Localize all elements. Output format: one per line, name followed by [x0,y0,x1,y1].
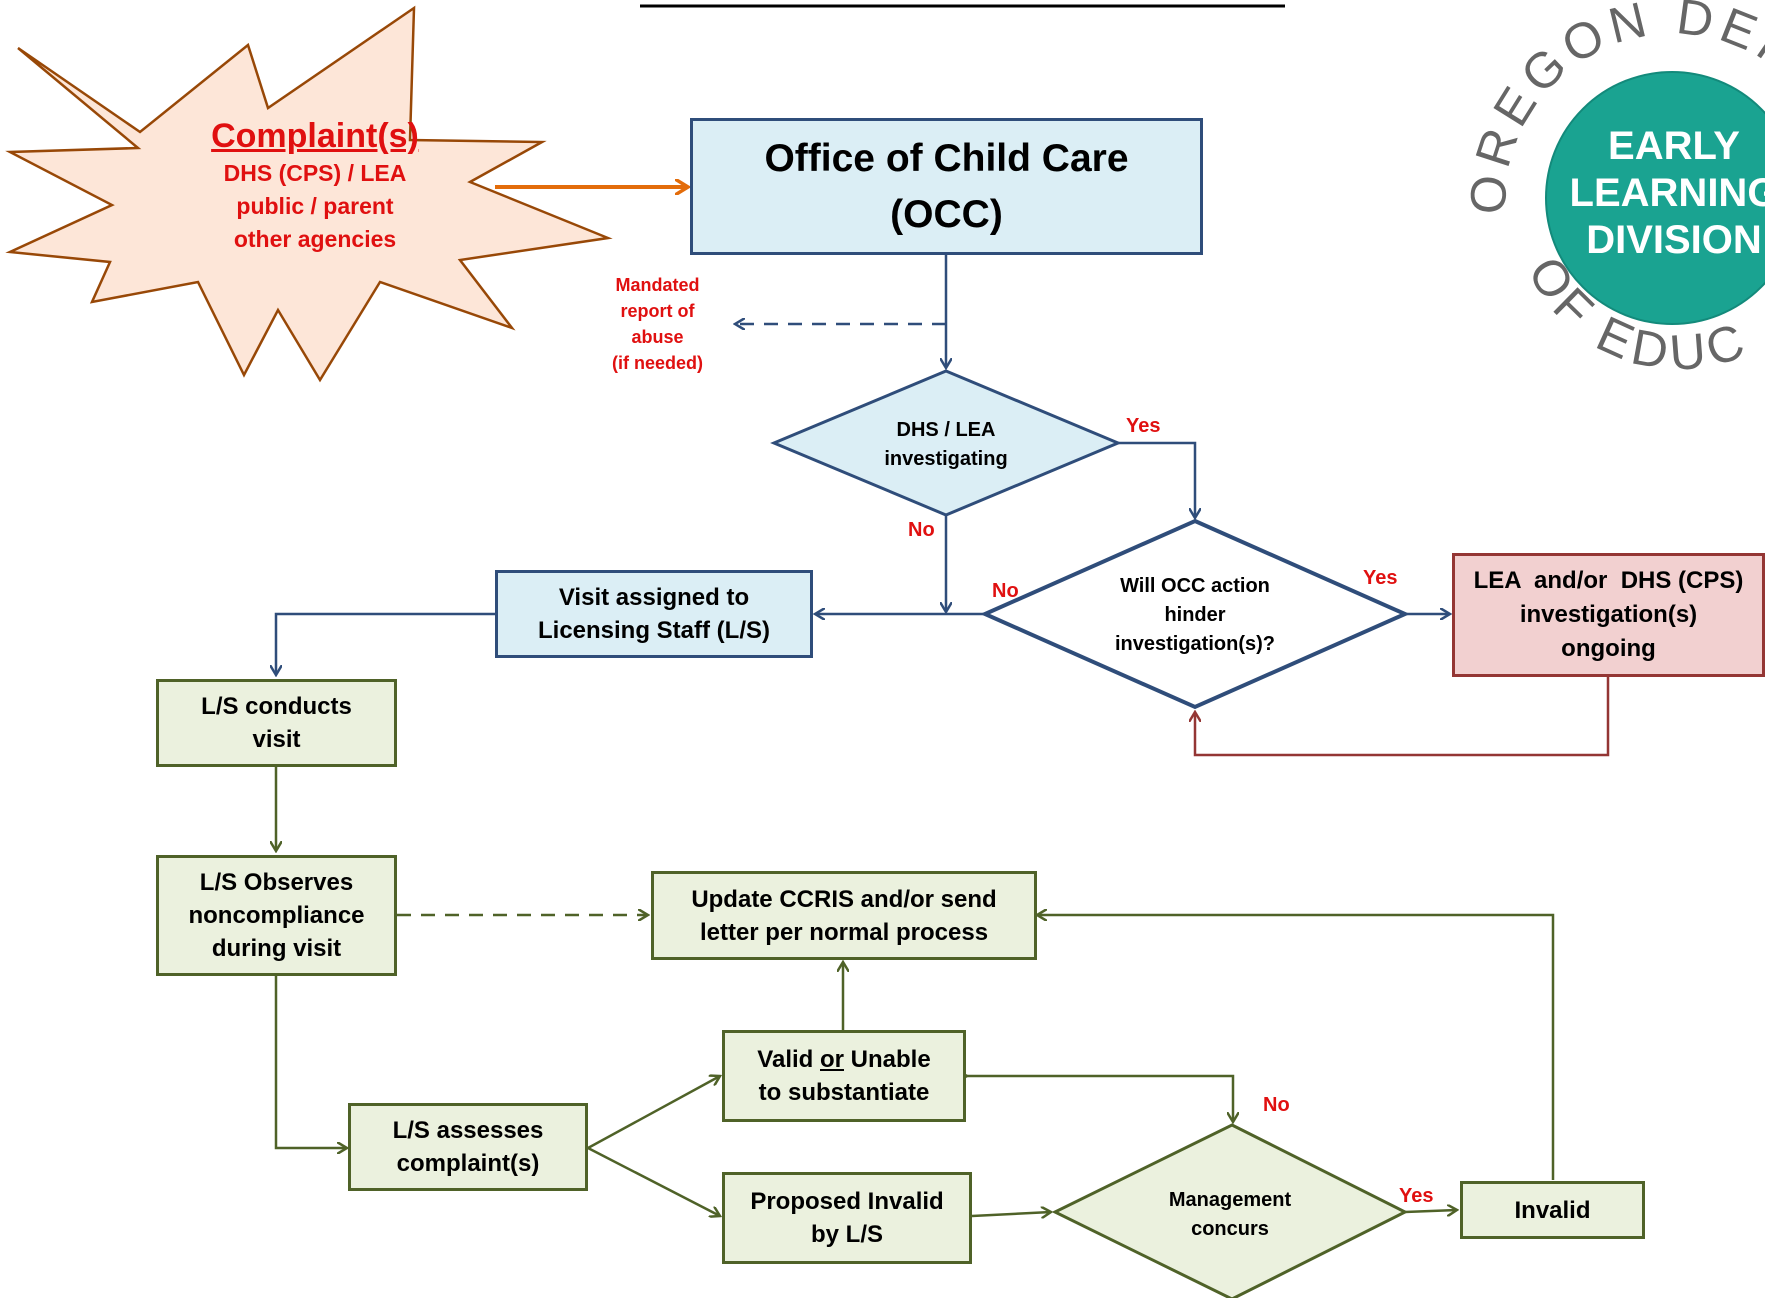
visit-assigned-line-1: Visit assigned to [558,584,750,611]
logo-center-text: EARLY LEARNING DIVISION [1545,118,1765,268]
complaint-title: Complaint(s) [211,116,419,155]
complaint-line-3: other agencies [233,225,397,252]
early-learning-logo [1545,71,1765,325]
management-no-connector [967,1076,1233,1122]
hinder-line-3: investigation(s)? [1114,632,1275,655]
invalid-to-update-connector [1037,915,1555,1180]
ongoing-loop-connector [1195,677,1610,757]
visit-assigned-box: Visit assigned to Licensing Staff (L/S) [495,570,813,658]
or-word: or [820,1046,844,1073]
logo-line-early: EARLY [1608,123,1740,168]
proposed-invalid-box: Proposed Invalid by L/S [722,1172,972,1264]
logo-line-division: DIVISION [1586,217,1762,262]
management-line-1: Management [1168,1189,1292,1211]
investigation-ongoing-box: LEA and/or DHS (CPS) investigation(s) on… [1452,553,1765,677]
ls-observes-box: L/S Observes noncompliance during visit [156,855,397,976]
conducts-line-1: L/S conducts [201,693,352,720]
assesses-line-1: L/S assesses [392,1117,544,1144]
assesses-to-valid-connector [587,1076,720,1150]
assigned-to-conducts-connector [276,612,495,675]
proposed-line-2: by L/S [810,1221,883,1248]
mandated-line-1: Mandated [615,275,700,295]
mandated-line-3: abuse [631,327,684,347]
hinder-line-1: Will OCC action [1120,574,1270,597]
dhs-line-2: investigating [884,448,1008,470]
mandated-line-2: report of [620,301,695,321]
update-line-2: letter per normal process [699,918,989,946]
hinder-no-label: No [992,580,1019,602]
ls-conducts-visit-box: L/S conducts visit [156,679,397,767]
update-line-1: Update CCRIS and/or send [691,885,997,913]
observes-line-3: during visit [211,935,342,962]
valid-word: Valid [757,1046,814,1073]
occ-box: Office of Child Care (OCC) [690,118,1203,255]
invalid-box: Invalid [1460,1181,1645,1239]
ls-assesses-box: L/S assesses complaint(s) [348,1103,588,1191]
mandated-report-text: Mandated report of abuse (if needed) [590,270,725,378]
ongoing-line-1: LEA and/or DHS (CPS) [1473,567,1744,594]
unable-word: Unable [850,1046,931,1073]
management-no-label: No [1263,1094,1290,1116]
dhs-yes-label: Yes [1126,415,1161,437]
proposed-line-1: Proposed Invalid [750,1188,944,1215]
conducts-line-2: visit [252,726,301,753]
logo-line-learning: LEARNING [1569,170,1765,215]
assesses-to-proposed-connector [587,1146,720,1216]
complaint-line-1: DHS (CPS) / LEA [223,159,407,186]
valid-line-1: Valid or Unable [757,1043,930,1076]
assesses-line-2: complaint(s) [396,1150,540,1177]
occ-line-2: (OCC) [890,192,1003,236]
hinder-line-2: hinder [1164,603,1226,626]
management-concurs-diamond [1051,1123,1409,1298]
ongoing-line-3: ongoing [1561,635,1656,662]
visit-assigned-line-2: Licensing Staff (L/S) [537,617,770,644]
management-yes-label: Yes [1399,1185,1434,1207]
valid-unable-box: Valid or Unable to substantiate [722,1030,966,1122]
complaint-line-2: public / parent [236,192,394,219]
mandated-line-4: (if needed) [611,353,703,373]
dhs-line-1: DHS / LEA [896,419,996,441]
management-diamond-text: Management concurs [1130,1185,1330,1245]
update-ccris-box: Update CCRIS and/or send letter per norm… [651,871,1037,960]
complaint-text: Complaint(s) DHS (CPS) / LEA public / pa… [175,110,455,260]
invalid-line-1: Invalid [1514,1196,1591,1224]
management-yes-connector [1404,1210,1457,1212]
management-line-2: concurs [1191,1218,1269,1240]
occ-line-1: Office of Child Care [764,136,1129,180]
dhs-no-label: No [908,519,935,541]
dhs-yes-connector [1118,441,1195,518]
ongoing-line-2: investigation(s) [1519,601,1698,628]
proposed-to-management-connector [971,1212,1051,1216]
dhs-diamond-text: DHS / LEA investigating [846,415,1046,475]
hinder-investigation-diamond [980,518,1410,710]
hinder-diamond-text: Will OCC action hinder investigation(s)? [1080,572,1310,658]
observes-line-1: L/S Observes [199,869,354,896]
hinder-yes-label: Yes [1363,567,1398,589]
observes-line-2: noncompliance [188,902,365,929]
complaint-starburst [5,5,613,383]
valid-line-2: to substantiate [758,1079,930,1106]
observes-to-assesses-connector [274,976,347,1148]
